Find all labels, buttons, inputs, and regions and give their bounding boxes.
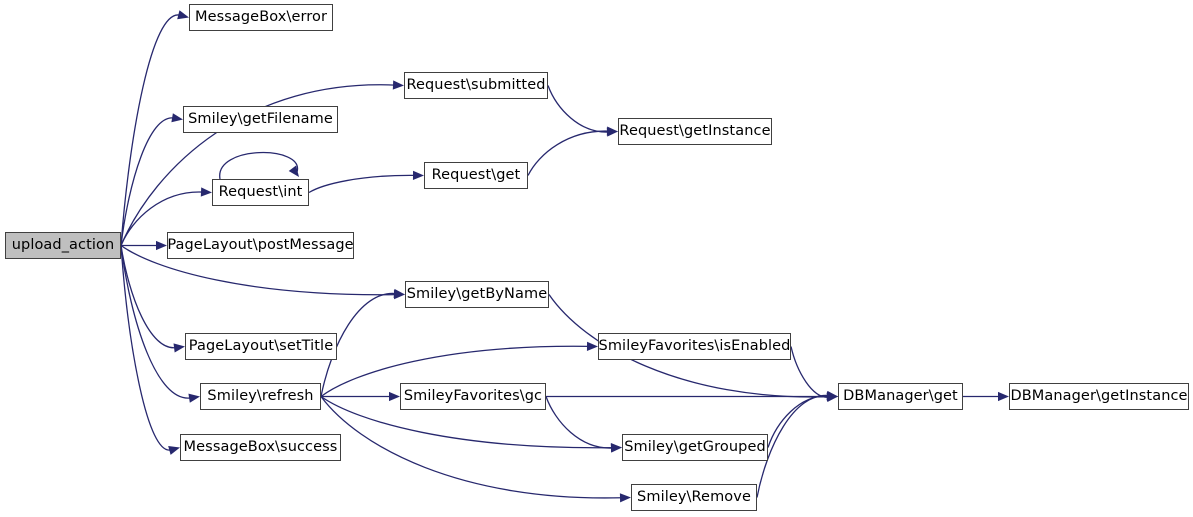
graph-node-request_get[interactable]: Request\get xyxy=(424,162,528,189)
edge-request_submitted-to-request_getinstance-path xyxy=(547,85,610,133)
edge-request_get-to-request_getinstance-path xyxy=(527,130,610,176)
graph-node-label: Smiley\getFilename xyxy=(188,111,333,128)
graph-node-dbmanager_getinstance[interactable]: DBManager\getInstance xyxy=(1009,383,1189,410)
edge-smiley_refresh-to-smiley_remove-arrow xyxy=(619,493,631,503)
graph-node-label: DBManager\get xyxy=(843,388,958,405)
graph-node-label: Smiley\refresh xyxy=(207,388,314,405)
graph-node-label: upload_action xyxy=(11,237,115,254)
edge-upload_action-to-smiley_getfilename-path xyxy=(120,117,175,246)
edge-upload_action-to-messagebox_error-path xyxy=(120,14,181,246)
graph-node-label: SmileyFavorites\isEnabled xyxy=(598,338,791,355)
graph-node-label: DBManager\getInstance xyxy=(1010,388,1188,405)
graph-node-request_getinstance[interactable]: Request\getInstance xyxy=(618,118,772,145)
edge-upload_action-to-smiley_refresh-arrow xyxy=(188,393,200,403)
edge-smileyfavorites_isenabled-to-dbmanager_get-path xyxy=(790,346,830,398)
graph-node-label: Smiley\Remove xyxy=(637,489,751,506)
edge-upload_action-to-request_int-arrow xyxy=(200,187,212,197)
graph-node-smiley_refresh[interactable]: Smiley\refresh xyxy=(200,383,321,410)
graph-node-dbmanager_get[interactable]: DBManager\get xyxy=(838,383,963,410)
edge-smiley_refresh-to-smiley_remove-path xyxy=(320,396,623,499)
graph-node-label: PageLayout\postMessage xyxy=(167,237,354,254)
graph-node-label: Request\get xyxy=(431,167,521,184)
graph-node-smiley_remove[interactable]: Smiley\Remove xyxy=(631,484,757,511)
graph-node-smileyfavorites_gc[interactable]: SmileyFavorites\gc xyxy=(400,383,546,410)
edge-upload_action-to-messagebox_success-path xyxy=(120,245,172,451)
graph-node-label: MessageBox\error xyxy=(194,9,328,26)
edge-request_int-to-request_get-arrow xyxy=(412,170,424,180)
graph-node-smileyfavorites_isenabled[interactable]: SmileyFavorites\isEnabled xyxy=(598,333,791,360)
graph-node-smiley_getbyname[interactable]: Smiley\getByName xyxy=(405,281,549,308)
edge-request_int-to-request_get-path xyxy=(308,174,416,194)
graph-node-label: Smiley\getGrouped xyxy=(624,439,766,456)
edge-upload_action-to-pagelayout_settitle-path xyxy=(120,245,177,349)
graph-node-messagebox_error[interactable]: MessageBox\error xyxy=(189,4,333,31)
edge-upload_action-to-smiley_refresh-path xyxy=(120,245,192,399)
graph-node-upload_action[interactable]: upload_action xyxy=(5,232,121,259)
graph-node-label: Request\int xyxy=(218,184,303,201)
graph-node-label: Smiley\getByName xyxy=(406,286,548,303)
graph-node-smiley_getgrouped[interactable]: Smiley\getGrouped xyxy=(622,434,768,461)
edge-upload_action-to-messagebox_error-arrow xyxy=(177,10,189,20)
edge-smiley_getgrouped-to-dbmanager_get-path xyxy=(767,395,830,448)
graph-node-pagelayout_settitle[interactable]: PageLayout\setTitle xyxy=(185,333,337,360)
graph-node-request_int[interactable]: Request\int xyxy=(212,179,309,206)
graph-node-label: Request\getInstance xyxy=(619,123,771,140)
graph-node-messagebox_success[interactable]: MessageBox\success xyxy=(180,434,341,461)
graph-node-label: MessageBox\success xyxy=(183,439,338,456)
graph-node-label: SmileyFavorites\gc xyxy=(403,388,543,405)
graph-node-pagelayout_postmessage[interactable]: PageLayout\postMessage xyxy=(167,232,354,259)
edge-request_int-to-request_int-arrow xyxy=(288,165,299,177)
edge-smileyfavorites_gc-to-smiley_getgrouped-path xyxy=(545,396,614,449)
graph-node-label: Request\submitted xyxy=(406,77,546,94)
graph-node-label: PageLayout\setTitle xyxy=(188,338,334,355)
edge-request_int-to-request_int-path xyxy=(219,151,298,180)
graph-node-smiley_getfilename[interactable]: Smiley\getFilename xyxy=(183,106,338,133)
graph-node-request_submitted[interactable]: Request\submitted xyxy=(404,72,548,99)
